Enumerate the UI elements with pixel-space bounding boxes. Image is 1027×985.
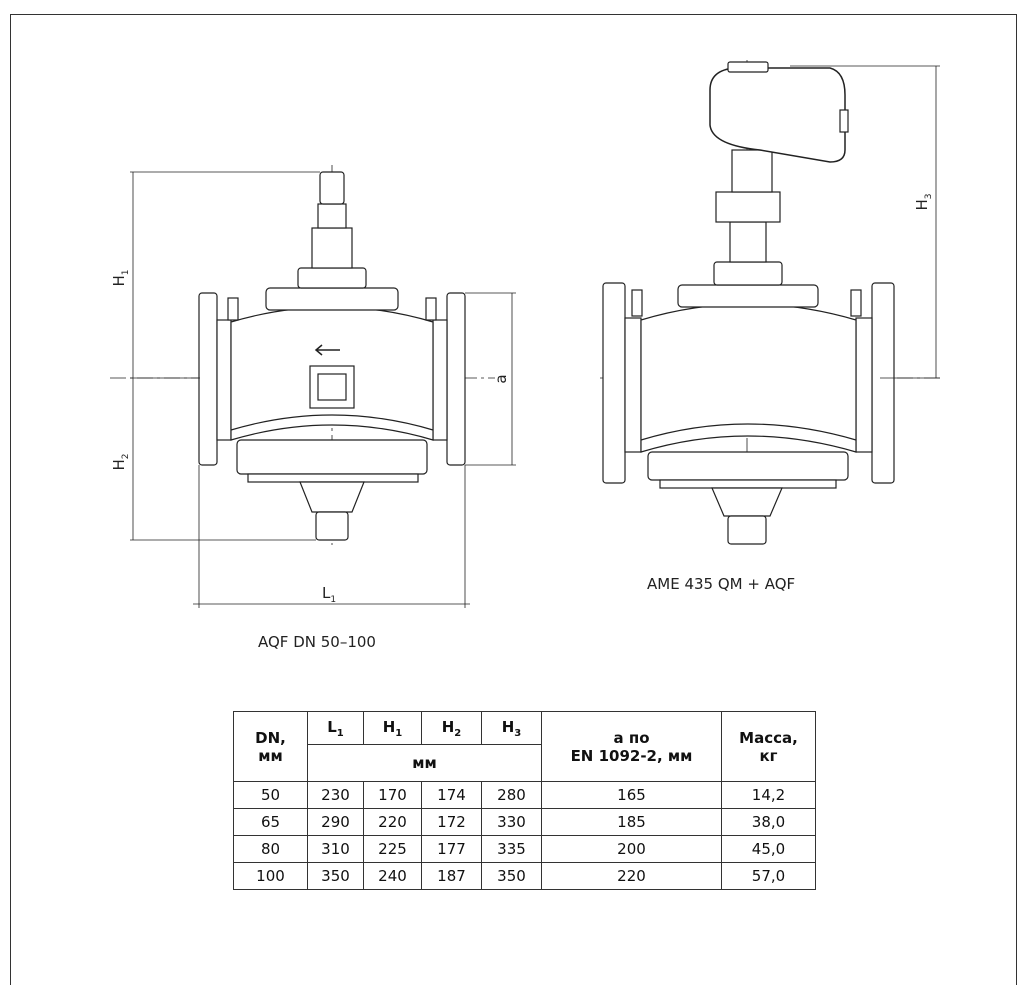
header-h1: H1 bbox=[363, 711, 422, 745]
cell-h1: 225 bbox=[363, 835, 422, 863]
cell-mass: 57,0 bbox=[721, 862, 816, 890]
cell-h1: 240 bbox=[363, 862, 422, 890]
cell-h3: 280 bbox=[481, 781, 542, 809]
valve-aqf-drawing bbox=[110, 165, 516, 608]
cell-dn: 50 bbox=[233, 781, 308, 809]
cell-h2: 187 bbox=[421, 862, 482, 890]
dim-label-a: a bbox=[492, 374, 510, 383]
cell-a: 165 bbox=[541, 781, 722, 809]
cell-dn: 100 bbox=[233, 862, 308, 890]
cell-h2: 174 bbox=[421, 781, 482, 809]
cell-mass: 14,2 bbox=[721, 781, 816, 809]
header-l1: L1 bbox=[307, 711, 364, 745]
cell-l1: 350 bbox=[307, 862, 364, 890]
cell-h1: 170 bbox=[363, 781, 422, 809]
cell-dn: 65 bbox=[233, 808, 308, 836]
cell-a: 200 bbox=[541, 835, 722, 863]
caption-ame-aqf: AME 435 QM + AQF bbox=[647, 575, 796, 593]
cell-h3: 330 bbox=[481, 808, 542, 836]
cell-a: 185 bbox=[541, 808, 722, 836]
header-h2: H2 bbox=[421, 711, 482, 745]
cell-h2: 177 bbox=[421, 835, 482, 863]
cell-l1: 230 bbox=[307, 781, 364, 809]
table-row: 50 230 170 174 280 165 14,2 bbox=[233, 781, 816, 809]
dim-label-h1: H1 bbox=[110, 269, 131, 286]
table-row: 80 310 225 177 335 200 45,0 bbox=[233, 835, 816, 863]
header-h3: H3 bbox=[481, 711, 542, 745]
page-frame-left bbox=[10, 14, 11, 985]
technical-drawings: H1 H2 a H3 L1 bbox=[110, 60, 940, 608]
table-row: 65 290 220 172 330 185 38,0 bbox=[233, 808, 816, 836]
dim-label-h2: H2 bbox=[110, 453, 131, 470]
page-frame-top bbox=[10, 14, 1016, 15]
cell-mass: 38,0 bbox=[721, 808, 816, 836]
cell-a: 220 bbox=[541, 862, 722, 890]
header-dn: DN,мм bbox=[233, 711, 308, 782]
header-mass: Масса,кг bbox=[721, 711, 816, 782]
cell-l1: 310 bbox=[307, 835, 364, 863]
valve-ame-aqf-drawing bbox=[600, 60, 940, 545]
cell-h1: 220 bbox=[363, 808, 422, 836]
caption-aqf: AQF DN 50–100 bbox=[258, 633, 376, 651]
cell-h2: 172 bbox=[421, 808, 482, 836]
header-unit-span: мм bbox=[307, 744, 542, 782]
cell-dn: 80 bbox=[233, 835, 308, 863]
cell-l1: 290 bbox=[307, 808, 364, 836]
table-row: 100 350 240 187 350 220 57,0 bbox=[233, 862, 816, 890]
page-frame-right bbox=[1016, 14, 1017, 985]
dim-label-h3: H3 bbox=[913, 193, 934, 210]
cell-mass: 45,0 bbox=[721, 835, 816, 863]
dim-label-l1: L1 bbox=[322, 584, 336, 605]
cell-h3: 350 bbox=[481, 862, 542, 890]
cell-h3: 335 bbox=[481, 835, 542, 863]
